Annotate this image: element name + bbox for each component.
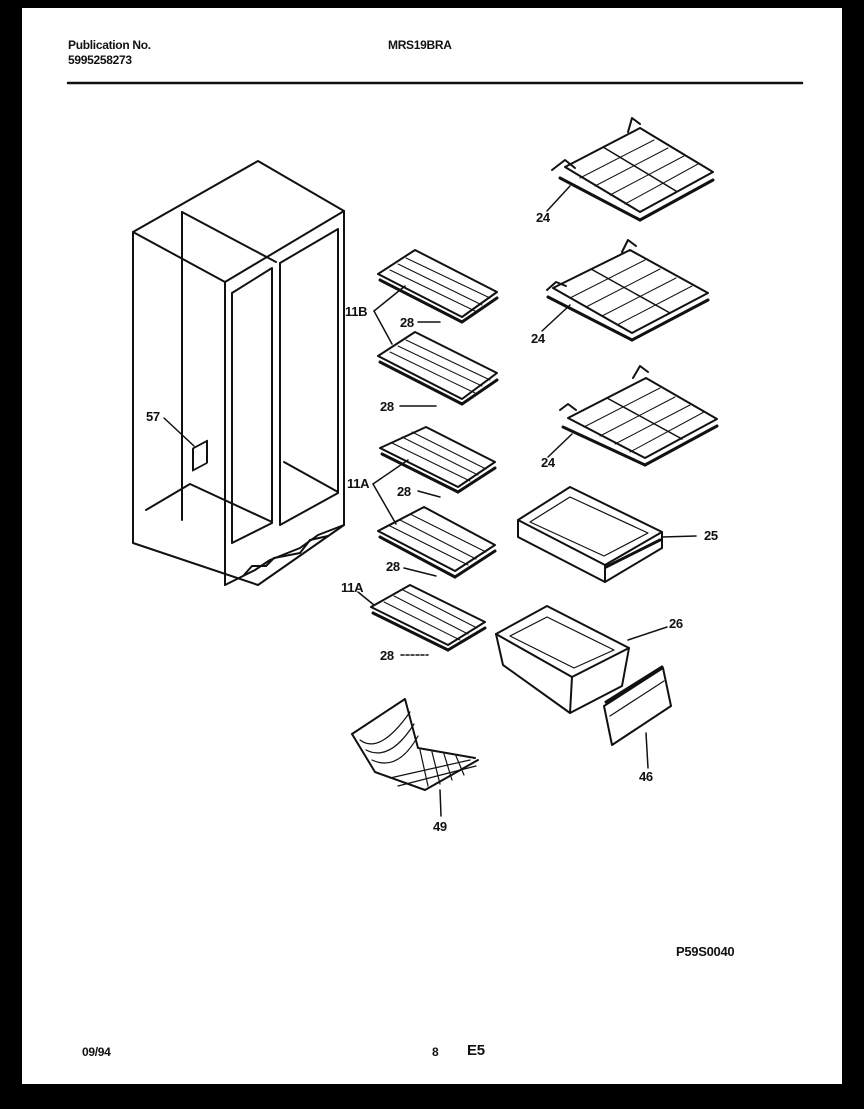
small-shelf-4 [377,506,497,579]
page-number: 8 [432,1045,439,1059]
diagram-code: P59S0040 [676,944,735,959]
leader-57 [163,417,195,447]
callout-24: 24 [541,455,555,470]
small-shelf-3 [379,426,497,494]
crisper-26 [495,605,668,714]
callout-28: 28 [400,315,414,330]
model-number: MRS19BRA [388,38,452,52]
print-date: 09/94 [82,1045,111,1059]
publication-number: 5995258273 [68,53,132,67]
diagram-sheet [22,8,842,1084]
callout-28: 28 [386,559,400,574]
callout-28: 28 [380,399,394,414]
callout-25: 25 [704,528,718,543]
large-shelf-2 [546,239,710,342]
large-shelf-3 [559,365,719,467]
callout-11a: 11A [341,580,364,595]
pan-25 [517,486,697,583]
callout-28: 28 [397,484,411,499]
callout-11b: 11B [345,304,368,319]
callout-24: 24 [536,210,550,225]
callout-57: 57 [146,409,160,424]
small-shelf-leaders [357,285,441,656]
cabinet-drawing [132,160,345,586]
callout-24: 24 [531,331,545,346]
small-shelf-5 [370,584,487,652]
small-shelf-1 [377,249,499,324]
callout-11a: 11A [347,476,370,491]
section-code: E5 [467,1042,485,1059]
large-shelf-leaders [541,185,573,458]
callout-28: 28 [380,648,394,663]
publication-label: Publication No. [68,38,151,52]
callout-49: 49 [433,819,447,834]
wire-basket-49 [351,698,479,817]
callout-46: 46 [639,769,653,784]
crisper-front-46 [603,665,672,769]
small-shelf-2 [377,331,499,406]
callout-26: 26 [669,616,683,631]
large-shelf-1 [551,117,715,222]
